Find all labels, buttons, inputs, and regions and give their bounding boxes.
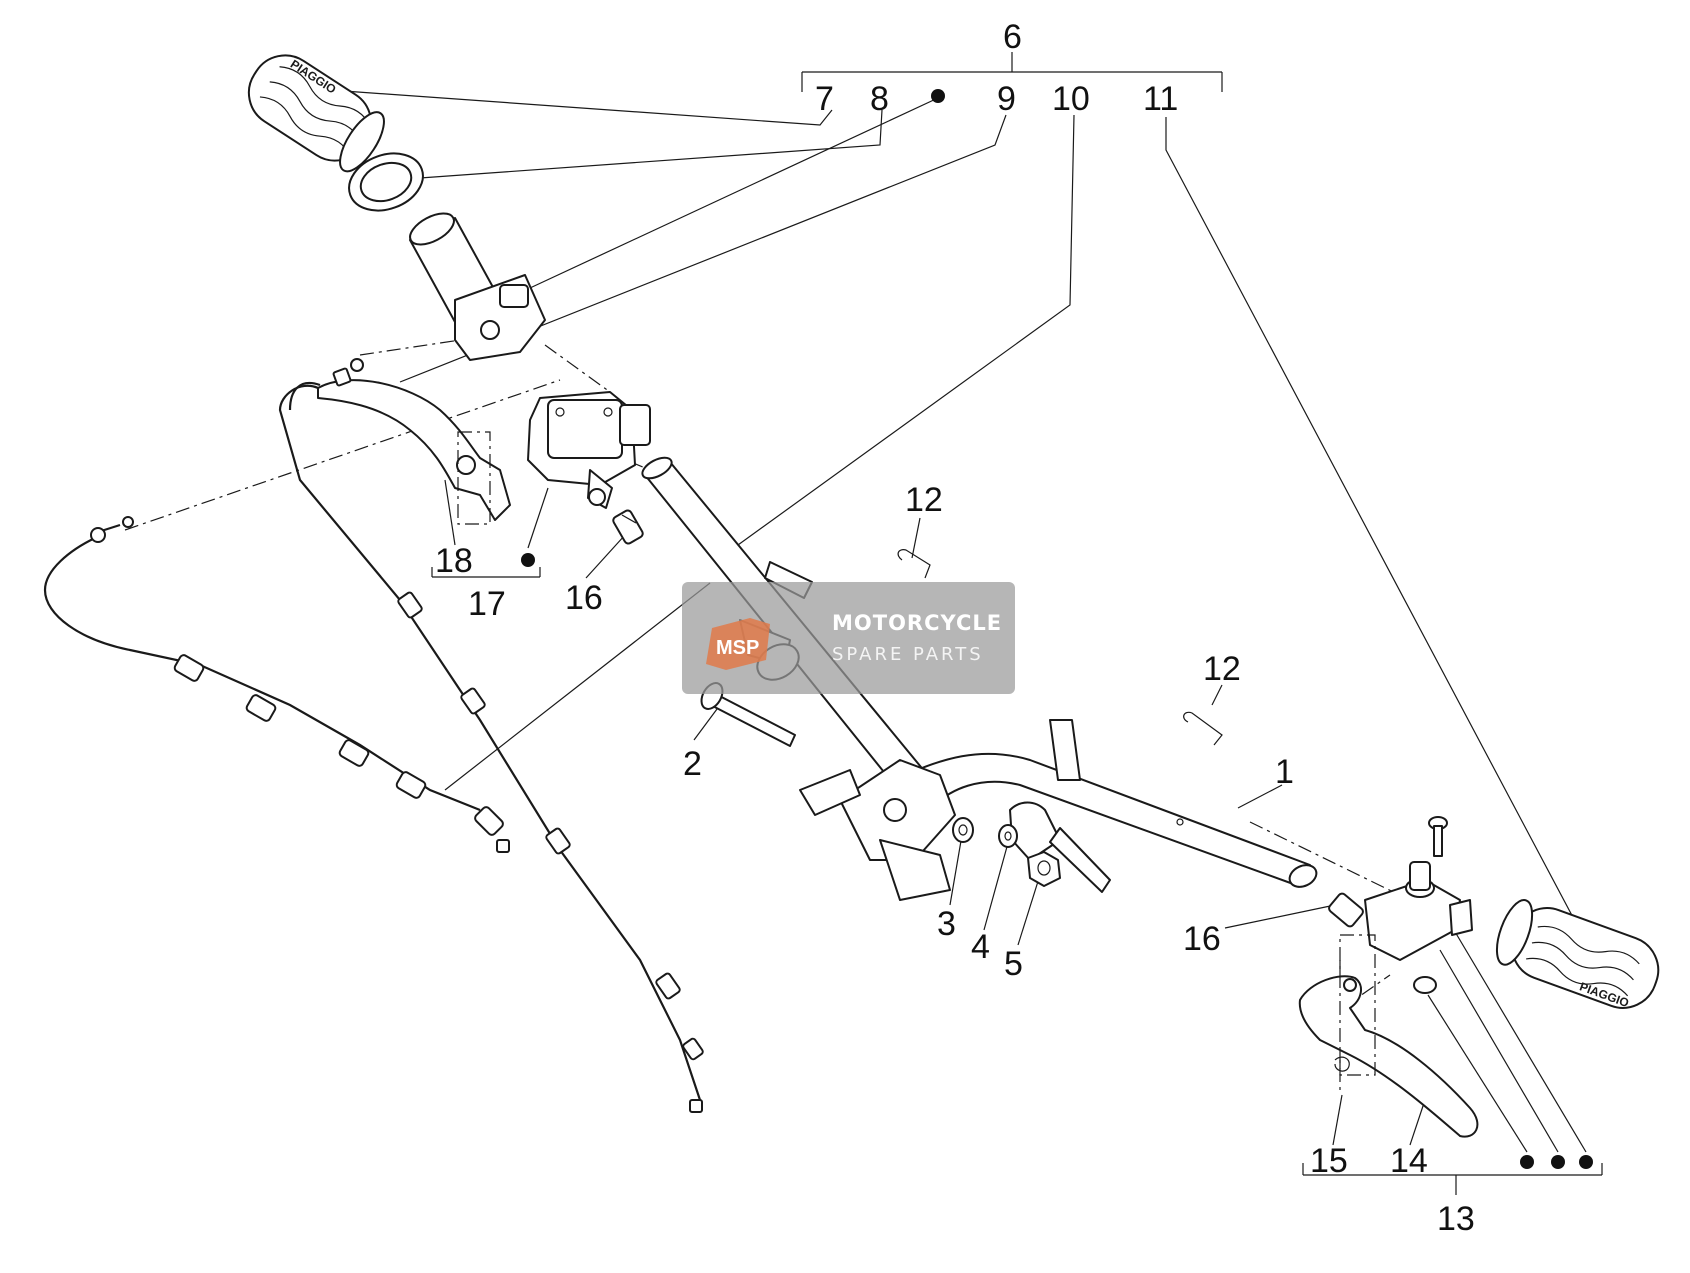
callout-13: 13 xyxy=(1437,1200,1475,1238)
leader-lines xyxy=(329,52,1603,1195)
callout-6: 6 xyxy=(1003,18,1022,56)
callout-labels: 6 7 8 9 10 11 12 12 18 17 16 2 1 3 4 5 1… xyxy=(435,18,1475,1238)
callout-18: 18 xyxy=(435,542,473,580)
left-brake-lever xyxy=(317,379,511,525)
spring-clip-15 xyxy=(1334,1056,1350,1072)
callout-8: 8 xyxy=(870,80,889,118)
right-lever-mount xyxy=(1364,861,1473,961)
washer-3 xyxy=(952,817,974,843)
assembly-axes xyxy=(124,339,1421,1090)
throttle-cable xyxy=(43,516,510,853)
master-cylinder xyxy=(527,391,651,509)
right-brake-lever xyxy=(1298,934,1479,1138)
callout-12-upper: 12 xyxy=(905,481,943,519)
callout-5: 5 xyxy=(1004,945,1023,983)
bullet-markers xyxy=(521,89,1593,1169)
callout-1: 1 xyxy=(1275,753,1294,791)
callout-10: 10 xyxy=(1052,80,1090,118)
callout-16-right: 16 xyxy=(1183,920,1221,958)
callout-14: 14 xyxy=(1390,1142,1428,1180)
callout-9: 9 xyxy=(997,80,1016,118)
washer-4 xyxy=(998,824,1018,848)
clip-lower xyxy=(1183,711,1223,746)
callout-15: 15 xyxy=(1310,1142,1348,1180)
watermark: MSP MOTORCYCLE SPARE PARTS xyxy=(682,582,1015,694)
watermark-subtitle: SPARE PARTS xyxy=(832,644,984,665)
callout-7: 7 xyxy=(815,80,834,118)
callout-11: 11 xyxy=(1143,80,1178,118)
brake-cable-long xyxy=(278,358,704,1113)
brake-switch-left xyxy=(612,509,644,545)
throttle-tube xyxy=(409,212,546,361)
watermark-badge: MSP xyxy=(716,637,759,659)
watermark-title: MOTORCYCLE xyxy=(832,611,1002,635)
callout-16-left: 16 xyxy=(565,579,603,617)
grommet-right xyxy=(1413,976,1437,994)
callout-3: 3 xyxy=(937,905,956,943)
callout-4: 4 xyxy=(971,928,990,966)
callout-2: 2 xyxy=(683,745,702,783)
callout-17: 17 xyxy=(468,585,506,623)
callout-12-lower: 12 xyxy=(1203,650,1241,688)
clip-upper xyxy=(897,549,931,579)
nut-5 xyxy=(1027,851,1061,887)
screw-right xyxy=(1428,816,1448,857)
right-grip: PIAGGIO xyxy=(1495,899,1660,1010)
brake-switch-right xyxy=(1328,892,1364,928)
ring-collar xyxy=(348,152,424,212)
